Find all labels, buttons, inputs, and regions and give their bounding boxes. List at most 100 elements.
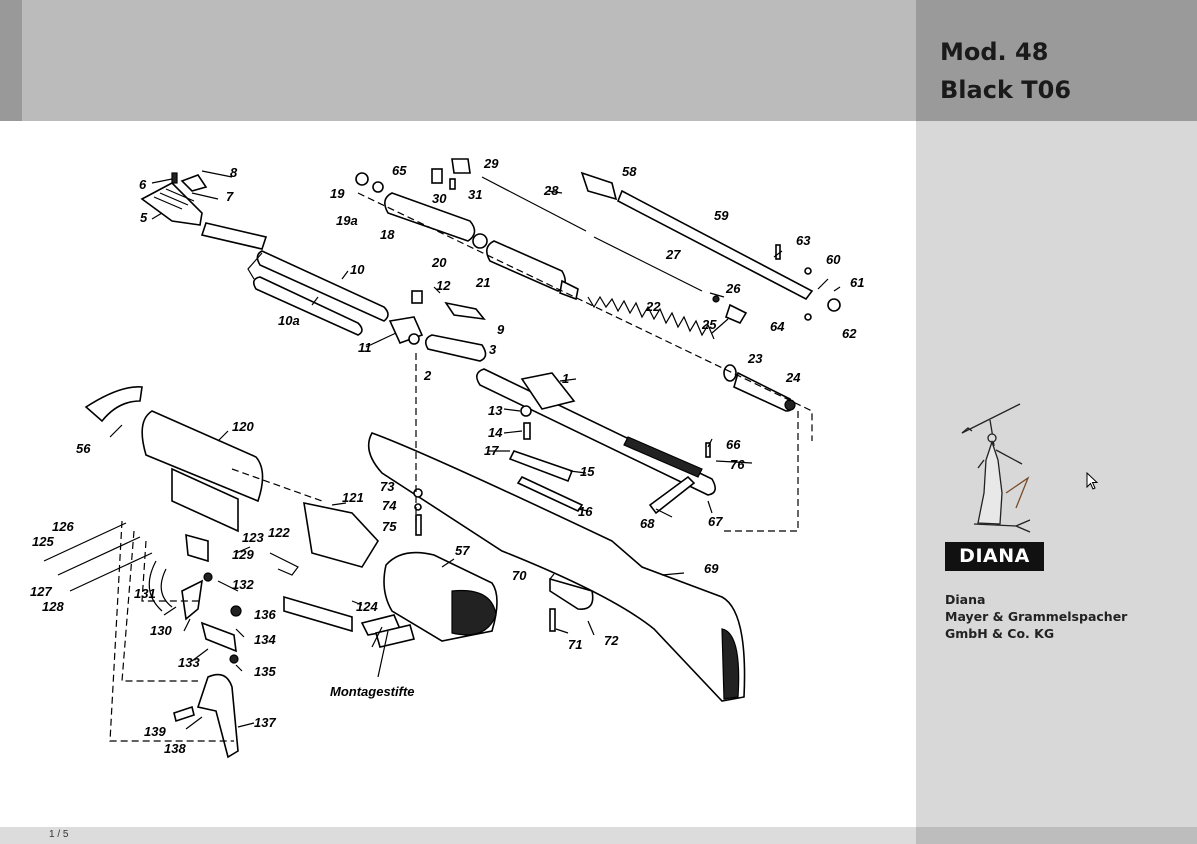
callout-139: 139 bbox=[144, 724, 166, 739]
callout-26: 26 bbox=[725, 281, 741, 296]
callout-5: 5 bbox=[140, 210, 148, 225]
company-info: Diana Mayer & Grammelspacher GmbH & Co. … bbox=[945, 591, 1127, 642]
callout-1: 1 bbox=[562, 371, 569, 386]
callout-67: 67 bbox=[708, 514, 723, 529]
variant-title: Black T06 bbox=[940, 76, 1072, 104]
callout-19a: 19a bbox=[336, 213, 358, 228]
callout-135: 135 bbox=[254, 664, 276, 679]
callout-128: 128 bbox=[42, 599, 64, 614]
callout-122: 122 bbox=[268, 525, 290, 540]
callout-8: 8 bbox=[230, 165, 238, 180]
leader-lines bbox=[109, 170, 841, 730]
callout-59: 59 bbox=[714, 208, 729, 223]
callout-16: 16 bbox=[578, 504, 593, 519]
callout-19: 19 bbox=[330, 186, 345, 201]
callout-76: 76 bbox=[730, 457, 745, 472]
callout-66: 66 bbox=[726, 437, 741, 452]
callout-29: 29 bbox=[483, 156, 499, 171]
diana-logo: DIANA bbox=[945, 542, 1044, 571]
callout-21: 21 bbox=[475, 275, 490, 290]
header-edge bbox=[0, 0, 22, 121]
trigger-housing-part bbox=[141, 410, 264, 503]
callout-10: 10 bbox=[350, 262, 365, 277]
cocking-lever-part bbox=[616, 189, 814, 301]
callout-30: 30 bbox=[432, 191, 447, 206]
callout-120: 120 bbox=[232, 419, 254, 434]
callout-12: 12 bbox=[436, 278, 451, 293]
callout-57: 57 bbox=[455, 543, 470, 558]
callout-24: 24 bbox=[785, 370, 801, 385]
callout-56: 56 bbox=[76, 441, 91, 456]
callout-labels: 1 2 3 5 6 7 8 9 10 10a 11 12 13 14 15 16… bbox=[30, 156, 864, 756]
model-title: Mod. 48 bbox=[940, 38, 1049, 66]
company-line-1: Diana bbox=[945, 592, 986, 607]
callout-28: 28 bbox=[543, 183, 559, 198]
callout-70: 70 bbox=[512, 568, 527, 583]
callout-134: 134 bbox=[254, 632, 276, 647]
callout-123: 123 bbox=[242, 530, 264, 545]
callout-137: 137 bbox=[254, 715, 276, 730]
callout-63: 63 bbox=[796, 233, 811, 248]
callout-73: 73 bbox=[380, 479, 395, 494]
callout-9: 9 bbox=[497, 322, 505, 337]
header-band bbox=[0, 0, 916, 121]
callout-14: 14 bbox=[488, 425, 503, 440]
callout-130: 130 bbox=[150, 623, 172, 638]
callout-64: 64 bbox=[770, 319, 785, 334]
footer-bar: 1 / 5 bbox=[0, 827, 1197, 844]
raised-rifle bbox=[961, 403, 1021, 434]
callout-69: 69 bbox=[704, 561, 719, 576]
diana-figure-illustration bbox=[961, 403, 1031, 533]
company-line-3: GmbH & Co. KG bbox=[945, 626, 1055, 641]
callout-27: 27 bbox=[665, 247, 681, 262]
exploded-parts-diagram: 1 2 3 5 6 7 8 9 10 10a 11 12 13 14 15 16… bbox=[30, 156, 864, 759]
callout-124: 124 bbox=[356, 599, 378, 614]
callout-3: 3 bbox=[489, 342, 497, 357]
callout-131: 131 bbox=[134, 586, 156, 601]
cylinder-part bbox=[384, 192, 476, 242]
callout-136: 136 bbox=[254, 607, 276, 622]
callout-132: 132 bbox=[232, 577, 254, 592]
callout-58: 58 bbox=[622, 164, 637, 179]
callout-74: 74 bbox=[382, 498, 397, 513]
callout-68: 68 bbox=[640, 516, 655, 531]
callout-17: 17 bbox=[484, 443, 499, 458]
callout-7: 7 bbox=[226, 189, 234, 204]
trigger-part bbox=[196, 673, 239, 759]
callout-31: 31 bbox=[468, 187, 482, 202]
callout-133: 133 bbox=[178, 655, 200, 670]
callout-62: 62 bbox=[842, 326, 857, 341]
callout-65: 65 bbox=[392, 163, 407, 178]
callout-22: 22 bbox=[645, 299, 661, 314]
callout-72: 72 bbox=[604, 633, 619, 648]
callout-138: 138 bbox=[164, 741, 186, 756]
callout-71: 71 bbox=[568, 637, 582, 652]
callout-126: 126 bbox=[52, 519, 74, 534]
callout-60: 60 bbox=[826, 252, 841, 267]
callout-23: 23 bbox=[747, 351, 763, 366]
callout-61: 61 bbox=[850, 275, 864, 290]
callout-6: 6 bbox=[139, 177, 147, 192]
callout-125: 125 bbox=[32, 534, 54, 549]
sidebar-panel bbox=[916, 121, 1197, 827]
callout-129: 129 bbox=[232, 547, 254, 562]
title-block: Mod. 48 Black T06 bbox=[916, 0, 1197, 121]
callout-11: 11 bbox=[358, 340, 372, 355]
dashed-assembly-lines bbox=[109, 192, 813, 742]
stock-part bbox=[367, 432, 746, 702]
mounting-pins-label: Montagestifte bbox=[330, 684, 415, 699]
callout-13: 13 bbox=[488, 403, 503, 418]
callout-121: 121 bbox=[342, 490, 364, 505]
callout-127: 127 bbox=[30, 584, 52, 599]
callout-18: 18 bbox=[380, 227, 395, 242]
callout-2: 2 bbox=[423, 368, 432, 383]
page-indicator: 1 / 5 bbox=[49, 829, 69, 840]
mainspring-part bbox=[587, 295, 715, 340]
mouse-pointer-icon bbox=[1086, 472, 1099, 490]
callout-75: 75 bbox=[382, 519, 397, 534]
parts-drawing bbox=[43, 158, 841, 759]
callout-15: 15 bbox=[580, 464, 595, 479]
callout-10a: 10a bbox=[278, 313, 300, 328]
barrel-part bbox=[256, 250, 389, 322]
company-line-2: Mayer & Grammelspacher bbox=[945, 609, 1128, 624]
